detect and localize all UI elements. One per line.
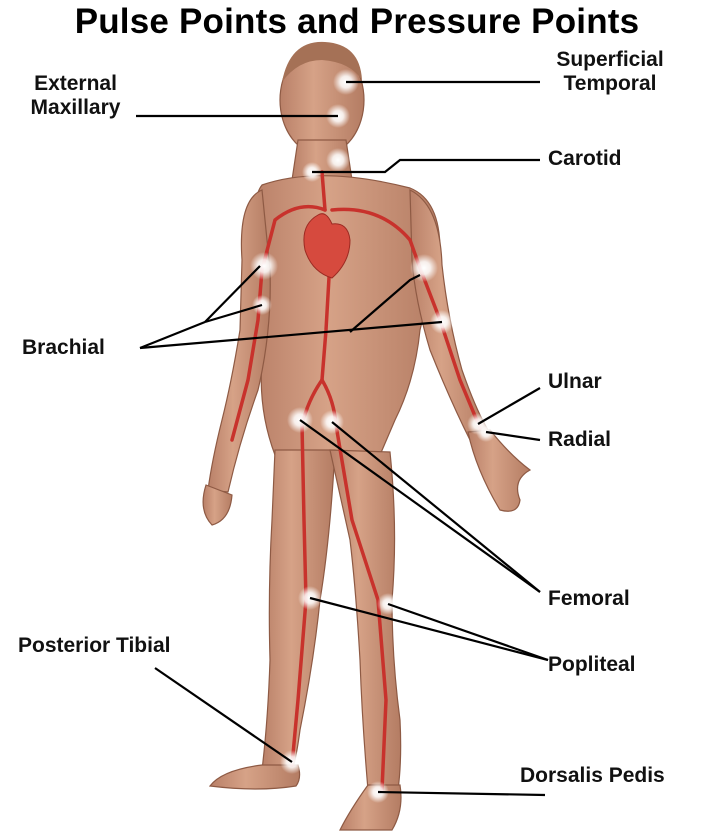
diagram-title: Pulse Points and Pressure Points [0, 2, 714, 42]
label-femoral: Femoral [548, 587, 630, 611]
leader-dorsalis-pedis [378, 792, 545, 795]
glow-carotid [326, 148, 350, 172]
leader-ulnar [478, 388, 540, 424]
leader-popliteal-2 [388, 604, 548, 660]
label-brachial: Brachial [22, 336, 105, 360]
leg-right [262, 450, 335, 770]
label-posterior-tibial: Posterior Tibial [18, 634, 171, 658]
label-popliteal: Popliteal [548, 653, 636, 677]
label-radial: Radial [548, 428, 611, 452]
label-external-maxillary: External Maxillary [8, 72, 143, 120]
leg-left [330, 450, 401, 790]
leader-popliteal-1 [310, 598, 548, 660]
hand-left [468, 430, 530, 511]
label-ulnar: Ulnar [548, 370, 602, 394]
label-carotid: Carotid [548, 147, 622, 171]
glow-brachial-right [250, 252, 278, 280]
label-superficial-temporal: Superficial Temporal [540, 48, 680, 96]
label-dorsalis-pedis: Dorsalis Pedis [520, 764, 665, 788]
